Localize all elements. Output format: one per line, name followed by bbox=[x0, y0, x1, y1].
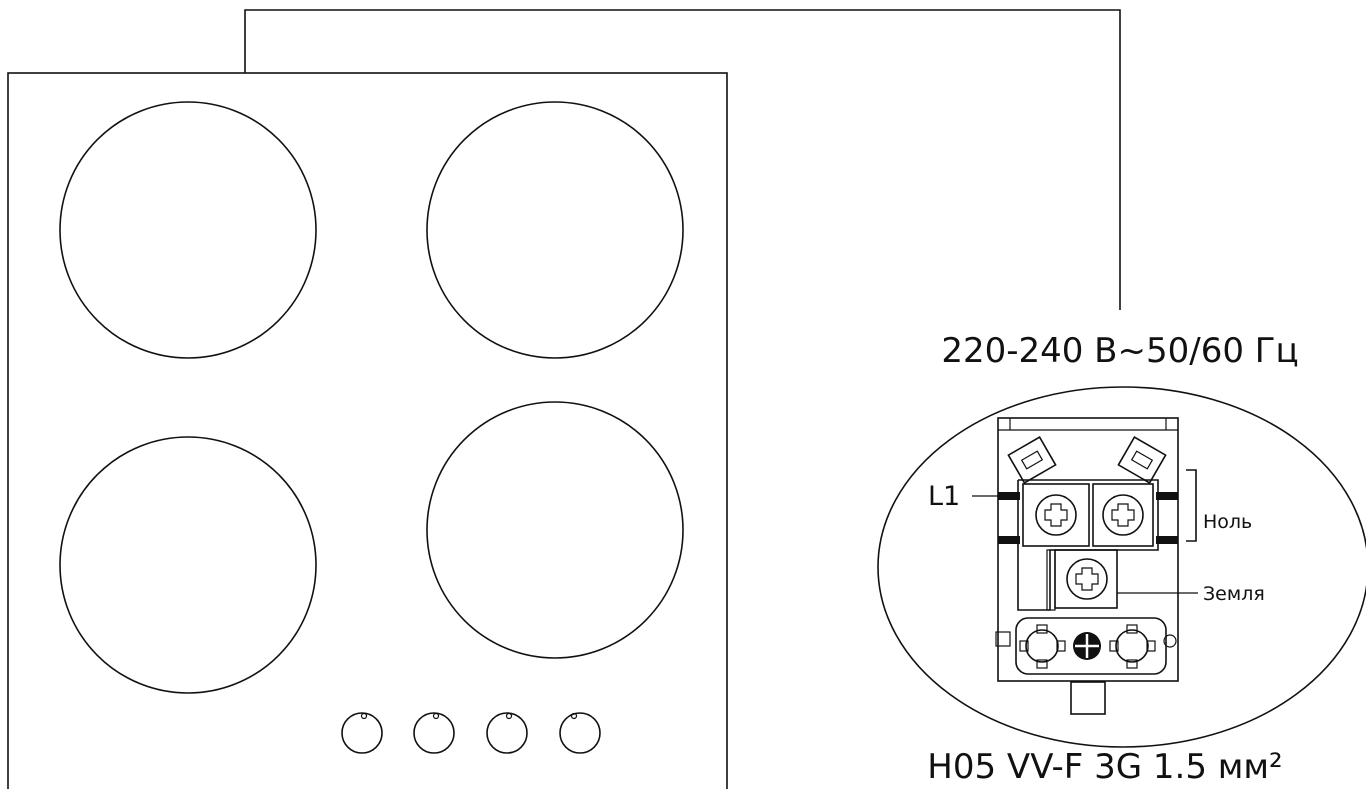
hob-outline bbox=[7, 72, 728, 789]
l1-label: L1 bbox=[928, 481, 960, 512]
neutral-label: Ноль bbox=[1203, 511, 1252, 533]
knob-2 bbox=[413, 712, 455, 754]
burner-bottom-left bbox=[59, 436, 317, 694]
knob-3 bbox=[486, 712, 528, 754]
power-cable bbox=[244, 9, 1121, 310]
burner-top-left bbox=[59, 101, 317, 359]
cable-spec-label: H05 VV-F 3G 1.5 мм² bbox=[927, 747, 1282, 787]
burner-bottom-right bbox=[426, 401, 684, 659]
burner-top-right bbox=[426, 101, 684, 359]
terminal-block bbox=[995, 417, 1179, 715]
terminal-detail-ellipse bbox=[877, 386, 1366, 748]
neutral-bracket bbox=[1186, 469, 1197, 542]
knob-1 bbox=[341, 712, 383, 754]
knob-4 bbox=[559, 712, 601, 754]
earth-label: Земля bbox=[1203, 583, 1265, 605]
voltage-label: 220-240 В~50/60 Гц bbox=[941, 331, 1298, 371]
